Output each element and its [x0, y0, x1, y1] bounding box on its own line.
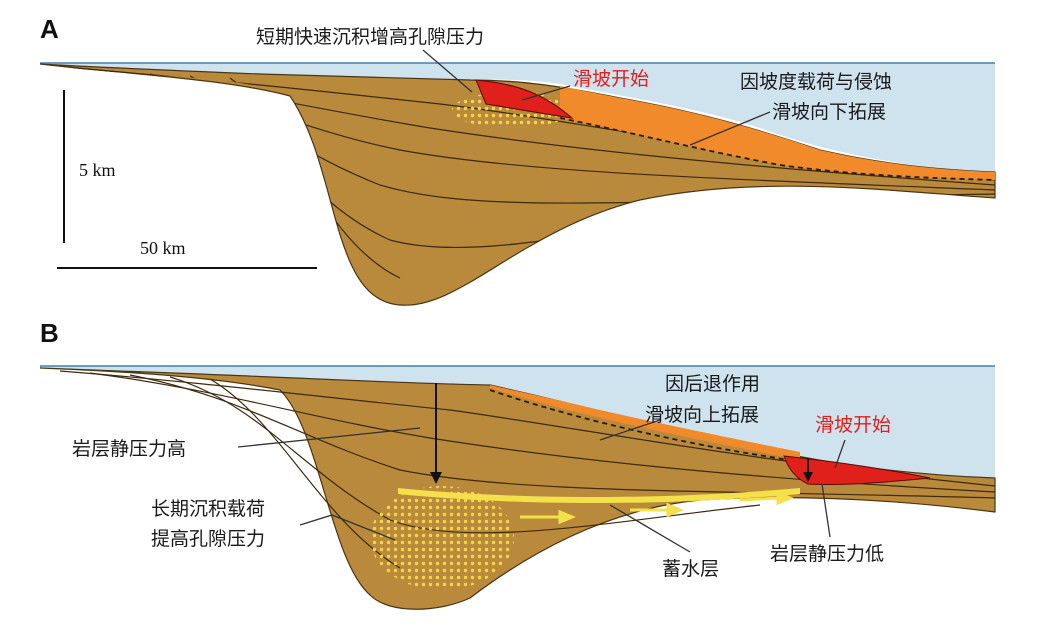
scale-vertical-label: 5 km — [79, 160, 116, 180]
label-slide-start-a: 滑坡开始 — [573, 68, 649, 90]
label-slope-load-1: 因坡度载荷与侵蚀 — [740, 71, 892, 93]
panel-a-letter: A — [40, 14, 59, 44]
panel-a: A 短期快速沉积增高孔隙压力 滑坡开始 因坡度载荷与侵蚀 滑坡向下拓展 5 km… — [39, 14, 996, 306]
aquifer-flow-arrows — [520, 490, 794, 525]
sea-water-b — [40, 366, 995, 478]
panel-b-letter: B — [40, 318, 59, 348]
label-long-term-2: 提高孔隙压力 — [151, 528, 265, 550]
overpressure-zone-b — [370, 486, 514, 590]
label-high-lithostatic: 岩层静压力高 — [72, 438, 186, 460]
label-long-term-1: 长期沉积载荷 — [151, 498, 265, 520]
sea-water-a — [40, 63, 995, 172]
label-low-lithostatic: 岩层静压力低 — [770, 543, 884, 565]
failure-surface-b — [490, 385, 800, 460]
label-aquifer: 蓄水层 — [662, 558, 719, 580]
label-slope-load-2: 滑坡向下拓展 — [772, 101, 886, 123]
label-retrogression-1: 因后退作用 — [665, 373, 760, 395]
scale-horizontal-label: 50 km — [140, 238, 186, 258]
arrow-low-pressure — [803, 472, 813, 482]
label-slide-start-b: 滑坡开始 — [815, 414, 891, 436]
arrow-high-pressure — [430, 472, 442, 484]
slide-initiation-b — [783, 455, 931, 486]
aquifer-layer — [398, 488, 800, 504]
label-rapid-sedimentation: 短期快速沉积增高孔隙压力 — [256, 26, 484, 48]
failure-surface-a — [560, 86, 995, 180]
panel-b: B 因后退作用 滑坡向上拓展 滑坡开始 岩层静压力高 长期沉积载荷 提高孔隙压力… — [39, 318, 996, 610]
label-retrogression-2: 滑坡向上拓展 — [645, 404, 759, 426]
sediment-basin-a — [39, 63, 996, 306]
